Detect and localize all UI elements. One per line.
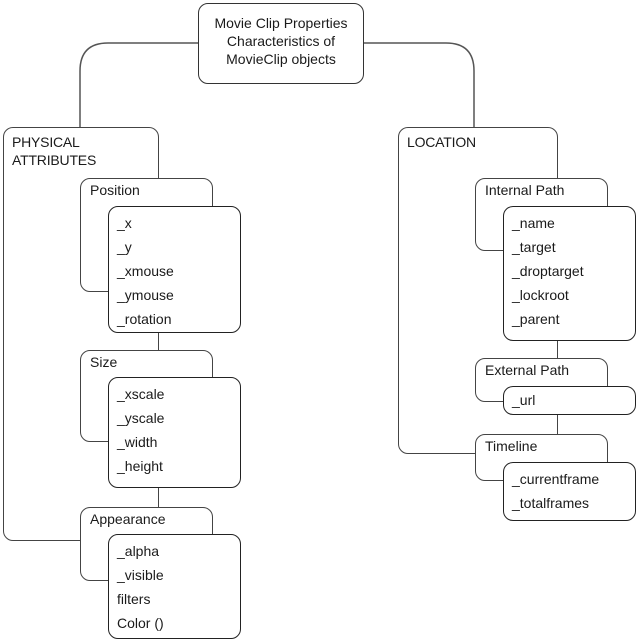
size-list: _xscale _yscale _width _height — [108, 377, 241, 488]
physical-title-line-2: ATTRIBUTES — [12, 152, 97, 168]
list-item: _width — [117, 434, 158, 450]
internal-path-list: _name _target _droptarget _lockroot _par… — [503, 206, 636, 341]
list-item: _rotation — [117, 311, 172, 327]
position-list: _x _y _xmouse _ymouse _rotation — [108, 206, 241, 333]
list-item: _xmouse — [117, 263, 174, 279]
connector-root-physical — [79, 42, 198, 127]
root-node: Movie Clip Properties Characteristics of… — [198, 3, 364, 84]
list-item: _totalframes — [512, 495, 590, 511]
list-item: _height — [117, 458, 163, 474]
connector-root-location — [363, 42, 475, 127]
size-label: Size — [90, 354, 118, 370]
list-item: Color () — [117, 615, 164, 631]
timeline-list: _currentframe _totalframes — [503, 462, 636, 521]
root-subtitle-1: Characteristics of — [226, 33, 336, 49]
list-item: _y — [117, 239, 132, 255]
root-subtitle-2: MovieClip objects — [226, 51, 336, 67]
list-item: _name — [512, 215, 555, 231]
list-item: _url — [512, 392, 536, 408]
position-label: Position — [90, 182, 140, 198]
list-item: _xscale — [117, 386, 165, 402]
internal-path-label: Internal Path — [485, 182, 565, 198]
list-item: _yscale — [117, 410, 165, 426]
list-item: _x — [117, 215, 132, 231]
appearance-label: Appearance — [90, 511, 166, 527]
root-title: Movie Clip Properties — [214, 15, 348, 31]
physical-title-line-1: PHYSICAL — [12, 134, 80, 150]
external-path-label: External Path — [485, 362, 570, 378]
list-item: filters — [117, 591, 151, 607]
list-item: _lockroot — [512, 287, 569, 303]
timeline-label: Timeline — [485, 438, 538, 454]
list-item: _droptarget — [512, 263, 584, 279]
list-item: _parent — [512, 311, 560, 327]
external-path-list: _url — [503, 386, 636, 415]
list-item: _ymouse — [117, 287, 174, 303]
appearance-list: _alpha _visible filters Color () — [108, 534, 241, 639]
list-item: _currentframe — [512, 471, 600, 487]
list-item: _visible — [117, 567, 164, 583]
physical-attributes-title: PHYSICAL ATTRIBUTES — [12, 133, 96, 169]
location-title: LOCATION — [407, 134, 476, 150]
list-item: _alpha — [117, 543, 160, 559]
list-item: _target — [512, 239, 556, 255]
